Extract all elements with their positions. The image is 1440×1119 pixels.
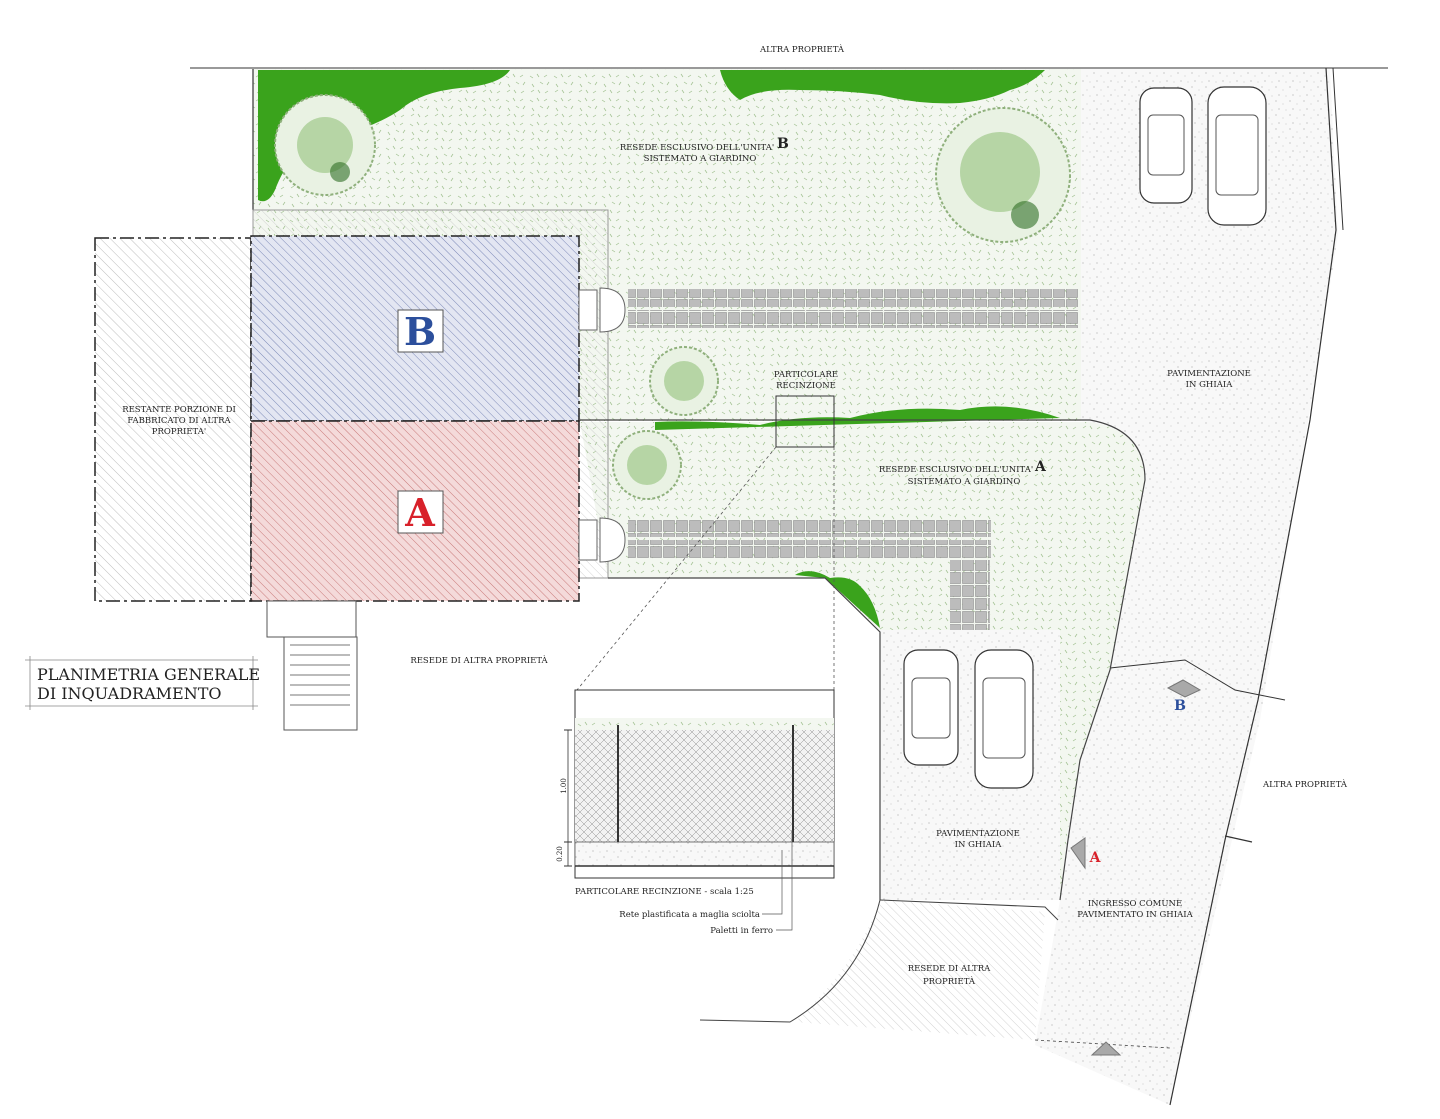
car-2	[1207, 86, 1267, 226]
right-boundary-line	[1169, 67, 1337, 1106]
hedge-top-right	[720, 70, 1045, 104]
car-3	[903, 649, 959, 766]
hedge-small	[795, 571, 880, 628]
tree-4	[612, 430, 682, 500]
garden-b-label-2: SISTEMATO A GIARDINO	[644, 154, 757, 164]
fence-detail-drawing	[564, 689, 835, 879]
tree-1	[274, 94, 376, 196]
gate-line-b	[1109, 659, 1286, 701]
garden-a-label-2: SISTEMATO A GIARDINO	[908, 477, 1021, 487]
fence-note-net: Rete plastificata a maglia sciolta	[619, 910, 760, 920]
pavers-b-row2	[628, 310, 1078, 328]
right-property-label: ALTRA PROPRIETÀ	[1262, 778, 1348, 790]
access-arrow-b-icon	[1166, 679, 1202, 698]
entrance-label-1: INGRESSO COMUNE	[1088, 899, 1182, 909]
entrance-label-2: PAVIMENTATO IN GHIAIA	[1077, 910, 1193, 920]
title-line-2: DI INQUADRAMENTO	[37, 684, 222, 703]
entrance-threshold	[1034, 1039, 1171, 1049]
detail-leader-left	[576, 446, 777, 691]
fence-leader-posts	[776, 830, 793, 931]
gravel-top-label-2: IN GHIAIA	[1186, 380, 1234, 390]
detail-label-1: PARTICOLARE	[774, 370, 838, 380]
title-line-1: PLANIMETRIA GENERALE	[37, 665, 260, 684]
garden-a-boundary	[580, 419, 1146, 901]
fence-note-posts: Paletti in ferro	[710, 926, 773, 936]
garden-a-letter: A	[1034, 459, 1047, 475]
resede-bottom-label-1: RESEDE DI ALTRA	[908, 964, 991, 974]
gate-line-right	[1224, 835, 1253, 843]
pavers-a-column	[950, 560, 990, 630]
access-arrow-a-icon	[1070, 837, 1086, 870]
arrow-b-label: B	[1174, 698, 1186, 714]
external-stairs	[266, 600, 358, 731]
fence-leader-net	[762, 850, 783, 915]
unit-a-badge	[397, 490, 444, 534]
detail-label-2: RECINZIONE	[776, 381, 836, 391]
garden-a-boundary-lower	[608, 577, 881, 900]
steps-a	[578, 517, 626, 563]
arrow-a-label: A	[1089, 850, 1102, 866]
title-block	[25, 656, 258, 710]
entrance-wall	[879, 899, 1059, 921]
access-arrow-main-icon	[1090, 1041, 1122, 1056]
fence-dim-height: 1.00	[560, 778, 568, 794]
pavers-a-row2	[628, 540, 991, 558]
right-boundary-line-2	[1332, 67, 1344, 231]
car-4	[974, 649, 1034, 789]
top-property-label: ALTRA PROPRIETÀ	[759, 43, 845, 55]
resede-curve	[699, 899, 881, 1023]
pavers-b-row1	[628, 289, 1078, 307]
remaining-label-3: PROPRIETA'	[152, 427, 206, 437]
remaining-label-1: RESTANTE PORZIONE DI	[122, 405, 236, 415]
resede-bottom-area	[795, 900, 1045, 1040]
unit-a-letter: A	[404, 490, 435, 535]
resede-other-label: RESEDE DI ALTRA PROPRIETÀ	[410, 654, 548, 666]
pavers-a-row1	[628, 519, 991, 537]
car-1	[1139, 87, 1193, 204]
remaining-label-2: FABBRICATO DI ALTRA	[127, 416, 231, 426]
detail-callout-box	[775, 395, 835, 448]
gravel-top-label-1: PAVIMENTAZIONE	[1167, 369, 1251, 379]
gravel-bottom-label-1: PAVIMENTAZIONE	[936, 829, 1020, 839]
unit-b-letter: B	[404, 309, 436, 354]
garden-b-label-1: RESEDE ESCLUSIVO DELL'UNITA'	[620, 143, 774, 153]
fence-dim-base: 0.20	[556, 846, 564, 862]
gravel-area-right	[1035, 69, 1338, 1105]
garden-a-label-1: RESEDE ESCLUSIVO DELL'UNITA'	[879, 465, 1033, 475]
tree-3	[649, 346, 719, 416]
fence-detail-caption: PARTICOLARE RECINZIONE - scala 1:25	[575, 887, 754, 897]
tree-2	[935, 107, 1071, 243]
steps-b	[578, 287, 626, 333]
hedge-middle	[655, 406, 1060, 430]
unit-b-badge	[397, 309, 444, 353]
garden-b-letter: B	[777, 136, 789, 152]
resede-bottom-label-2: PROPRIETÀ	[923, 975, 976, 987]
remaining-building	[94, 237, 252, 602]
gravel-bottom-label-2: IN GHIAIA	[955, 840, 1003, 850]
